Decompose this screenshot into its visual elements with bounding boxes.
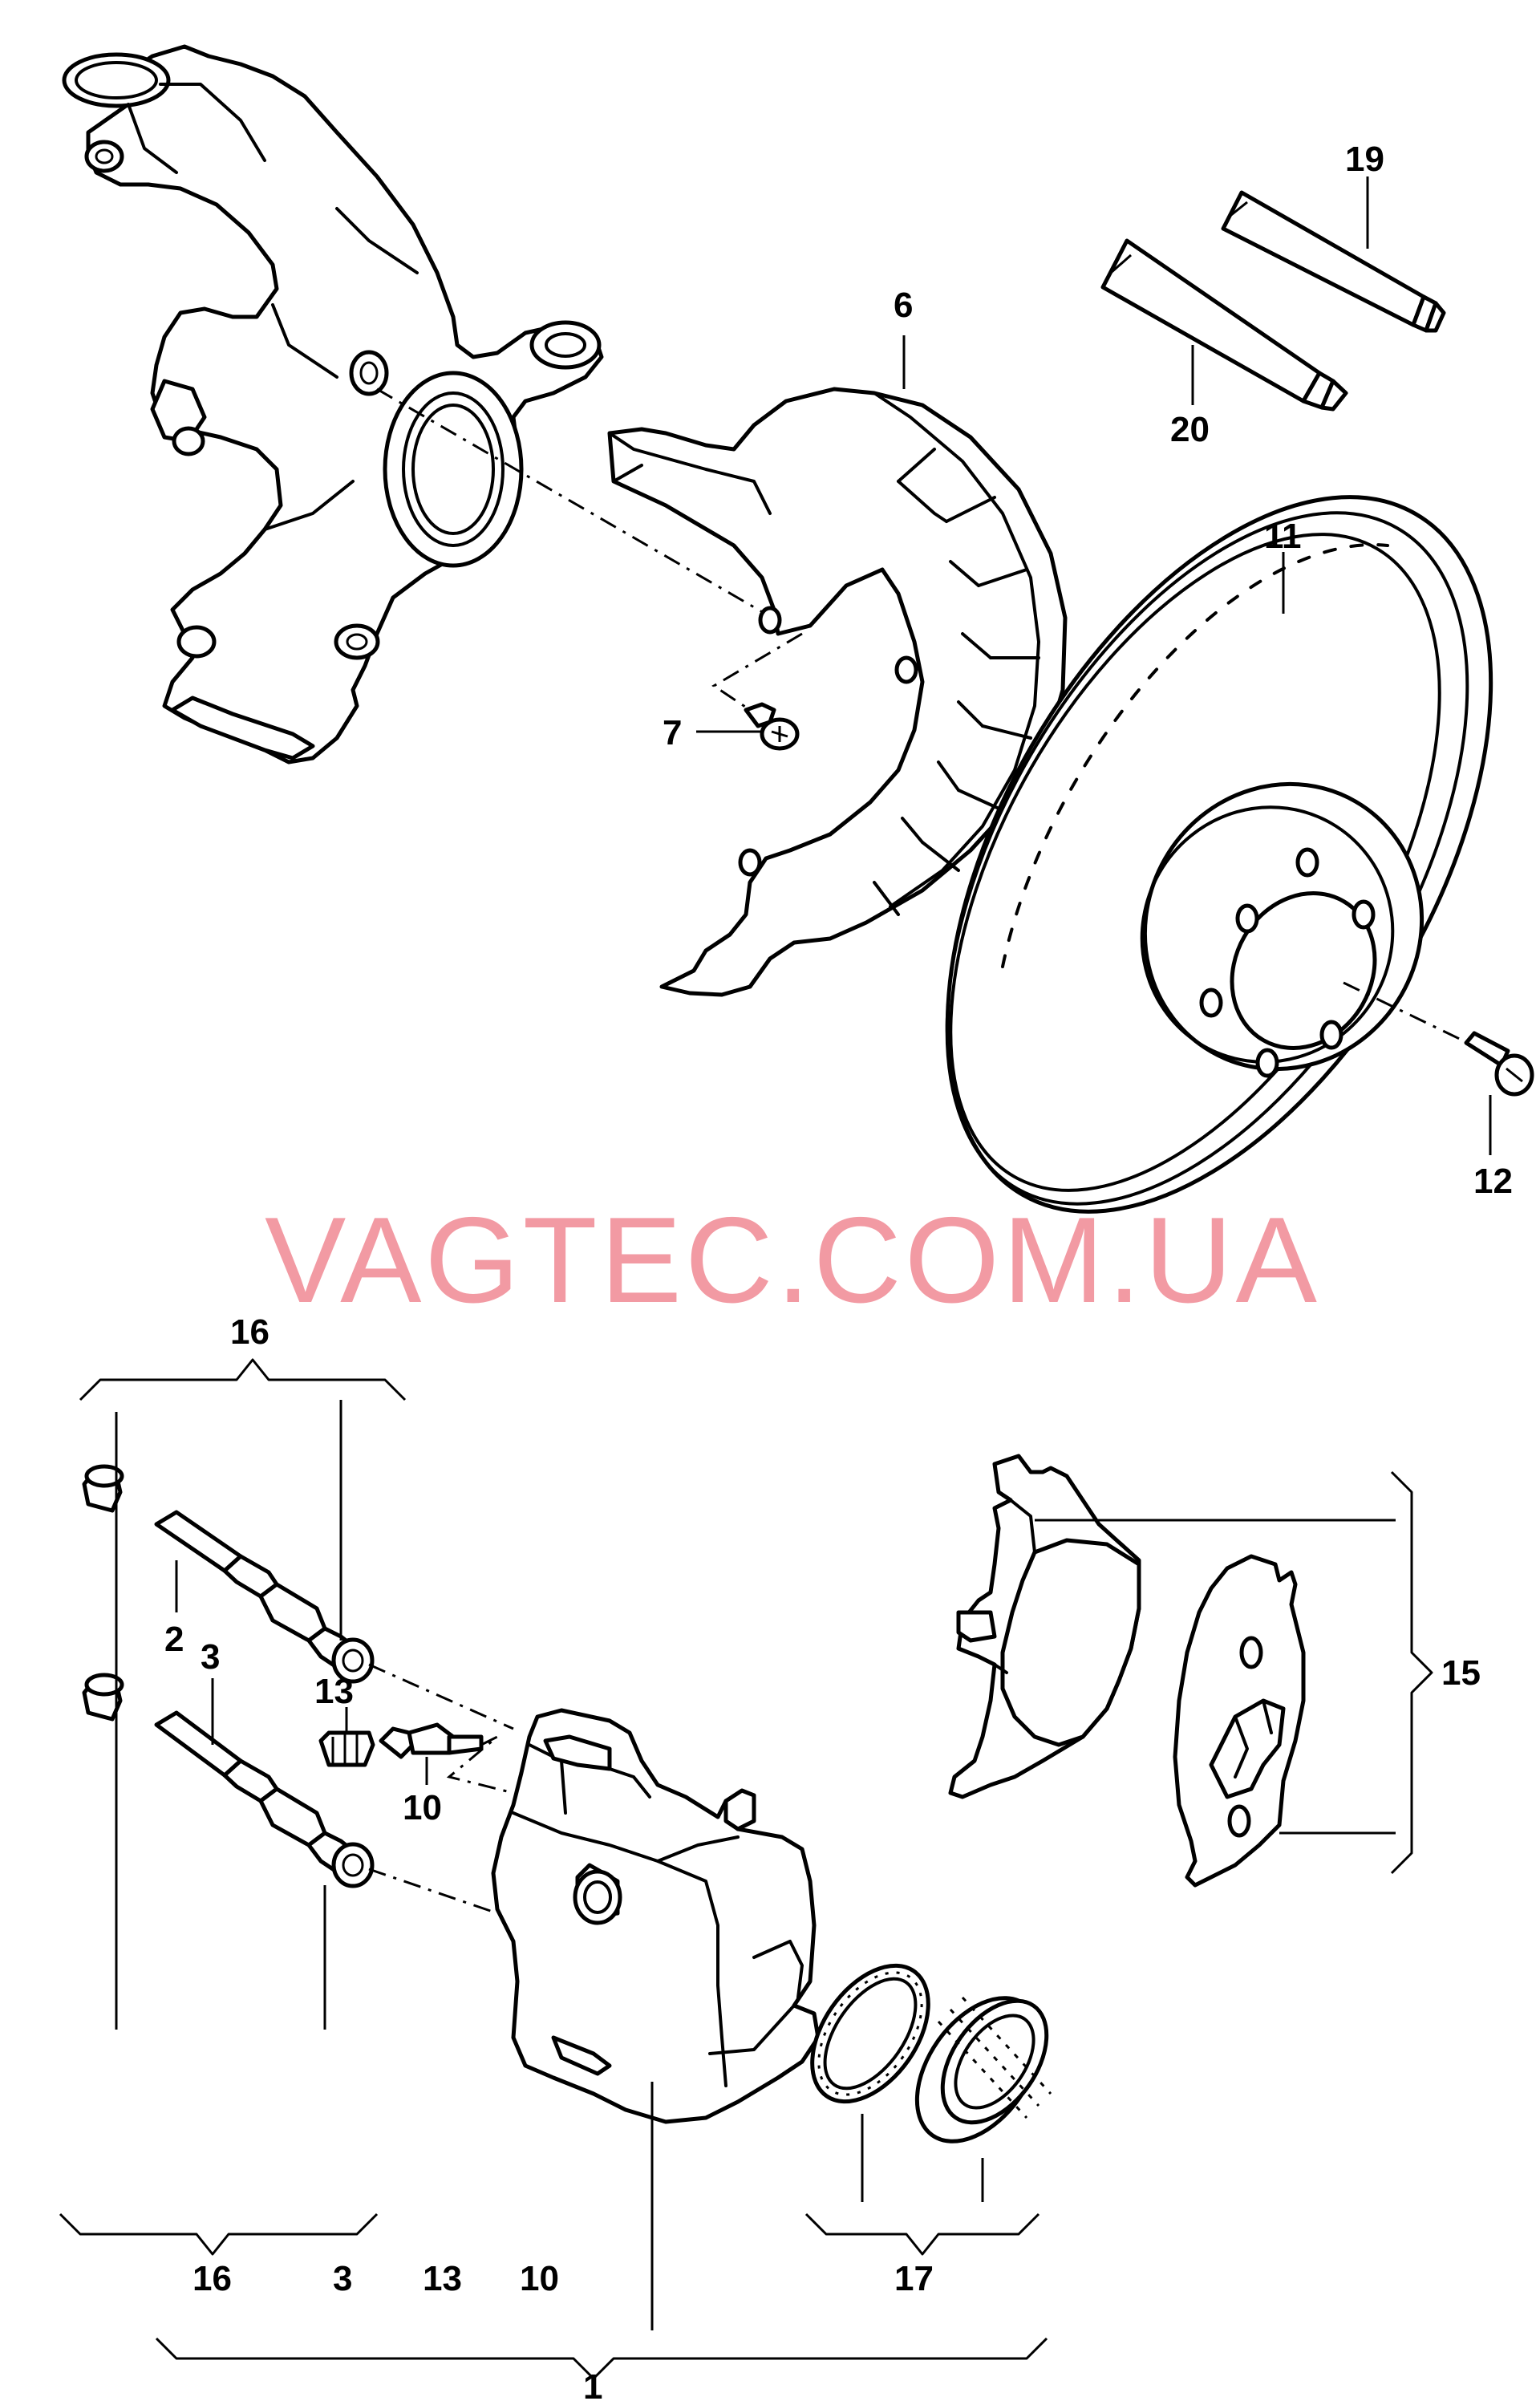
callout-7: 7 — [663, 713, 682, 752]
callout-17: 17 — [894, 2259, 934, 2298]
watermark-text: VAGTEC.COM.UA — [265, 1192, 1320, 1328]
callout-10-upper: 10 — [403, 1788, 442, 1827]
grease-tube-20-icon — [1100, 238, 1348, 412]
callout-13-bottom: 13 — [423, 2259, 462, 2298]
guide-pin-icon — [154, 1710, 375, 1888]
brake-pad-icon — [1173, 1554, 1306, 1888]
brake-pad-icon — [948, 1454, 1141, 1799]
splash-shield-icon — [607, 387, 1068, 997]
shield-screw-icon — [744, 702, 800, 751]
disc-screw-icon — [1464, 1031, 1534, 1097]
callout-13-upper: 13 — [314, 1672, 354, 1711]
callout-19: 19 — [1345, 140, 1384, 179]
callout-10-bottom: 10 — [520, 2259, 559, 2298]
callout-1: 1 — [583, 2367, 602, 2401]
seal-icon — [810, 1963, 930, 2104]
dust-cap-icon — [82, 1673, 124, 1722]
guide-pin-icon — [154, 1510, 375, 1684]
steering-knuckle-icon — [62, 44, 604, 765]
callout-3-upper: 3 — [201, 1637, 220, 1677]
dust-cap-icon — [82, 1464, 124, 1513]
callout-16-bottom: 16 — [192, 2259, 232, 2298]
callout-15: 15 — [1441, 1653, 1481, 1693]
callout-11: 11 — [1264, 517, 1302, 556]
callout-3-bottom: 3 — [333, 2259, 352, 2298]
callout-2: 2 — [164, 1620, 184, 1659]
grease-tube-19-icon — [1221, 190, 1446, 333]
brake-disc-icon — [945, 495, 1493, 1214]
callout-20: 20 — [1170, 410, 1210, 449]
cap-icon — [318, 1730, 375, 1767]
caliper-icon — [491, 1708, 821, 2124]
callout-6: 6 — [894, 286, 913, 325]
seal-icon — [914, 1996, 1052, 2143]
callout-16-top: 16 — [230, 1312, 270, 1352]
valve-icon — [379, 1722, 484, 1759]
callout-12: 12 — [1473, 1162, 1513, 1201]
